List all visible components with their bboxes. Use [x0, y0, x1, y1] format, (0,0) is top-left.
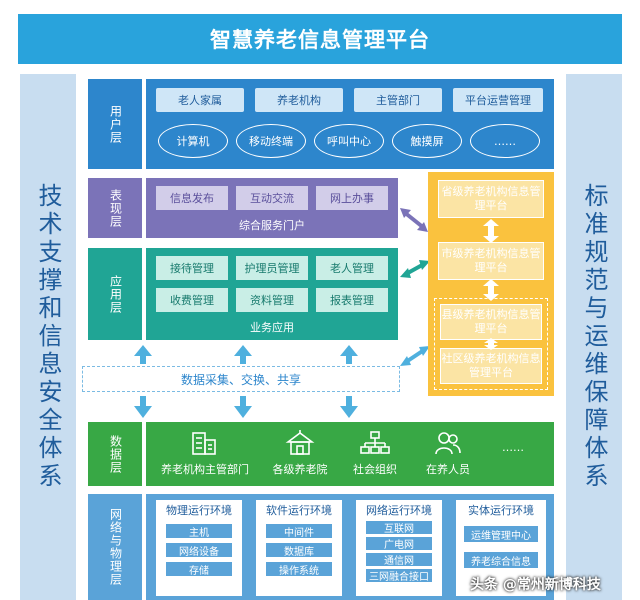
terminal-oval: ……	[470, 124, 540, 158]
mgr-platform-box: 省级养老机构信息管理平台	[438, 180, 544, 218]
net-item: 运维管理中心	[464, 526, 538, 542]
user-box: 养老机构	[255, 88, 343, 112]
show-layer-caption: 综合服务门户	[239, 219, 305, 232]
net-item: 通信网	[366, 553, 432, 567]
app-box: 资料管理	[236, 288, 308, 312]
org-chart-icon	[360, 431, 390, 454]
mgr-platform-box: 县级养老机构信息管理平台	[440, 304, 542, 340]
app-box: 收费管理	[156, 288, 228, 312]
up-arrow-icon	[134, 345, 152, 364]
double-arrow-icon	[484, 338, 498, 350]
left-side-label: 技术支撑和信息安全体系	[34, 183, 62, 491]
double-arrow-icon	[483, 279, 499, 301]
net-column	[456, 500, 546, 596]
net-item: 互联网	[366, 521, 432, 535]
net-item: 养老综合信息	[464, 552, 538, 568]
double-arrow-icon	[400, 208, 428, 232]
terminal-oval: 呼叫中心	[314, 124, 384, 158]
show-box: 互动交流	[236, 186, 308, 210]
double-arrow-icon	[400, 260, 430, 278]
net-item: 主机	[166, 524, 232, 539]
terminal-oval: 移动终端	[236, 124, 306, 158]
user-box: 主管部门	[354, 88, 442, 112]
data-more-label: ……	[502, 440, 524, 454]
mgr-platform-box: 市级养老机构信息管理平台	[438, 242, 544, 280]
data-exchange-box: 数据采集、交换、共享	[82, 366, 400, 392]
net-item: 网络设备	[166, 543, 232, 558]
building-icon	[192, 432, 216, 455]
net-item: 广电网	[366, 537, 432, 551]
layer-label-app: 应用层	[88, 248, 142, 340]
layer-label-user: 用户层	[88, 79, 142, 169]
data-item-label: 在养人员	[426, 463, 470, 476]
net-item: 三网融合接口	[366, 569, 432, 583]
mgr-platform-box: 社区级养老机构信息管理平台	[440, 348, 542, 384]
up-arrow-icon	[340, 345, 358, 364]
double-arrow-icon	[400, 346, 430, 366]
app-box: 老人管理	[316, 256, 388, 280]
user-box: 老人家属	[156, 88, 244, 112]
up-arrow-icon	[234, 345, 252, 364]
layer-label-data: 数据层	[88, 422, 142, 486]
people-icon	[435, 432, 461, 455]
net-column-title: 物理运行环境	[166, 504, 232, 517]
down-arrow-icon	[134, 396, 152, 418]
net-column-title: 软件运行环境	[266, 504, 332, 517]
net-item: 中间件	[266, 524, 332, 539]
down-arrow-icon	[340, 396, 358, 418]
left-side-panel: 技术支撑和信息安全体系	[20, 74, 76, 600]
mgr-arrows	[483, 219, 499, 350]
data-item-label: 各级养老院	[272, 463, 328, 476]
show-box: 网上办事	[316, 186, 388, 210]
double-arrow-icon	[483, 219, 499, 243]
net-item: 数据库	[266, 543, 332, 558]
show-box: 信息发布	[156, 186, 228, 210]
page-title: 智慧养老信息管理平台	[18, 14, 622, 64]
app-box: 护理员管理	[236, 256, 308, 280]
data-item-label: 养老机构主管部门	[161, 463, 249, 476]
terminal-oval: 计算机	[158, 124, 228, 158]
layer-label-net: 网络与物理层	[88, 494, 142, 600]
net-column-title: 网络运行环境	[366, 504, 432, 517]
layer-label-show: 表现层	[88, 178, 142, 238]
terminal-oval: 触摸屏	[392, 124, 462, 158]
net-item: 操作系统	[266, 562, 332, 577]
app-box: 接待管理	[156, 256, 228, 280]
net-column-title: 实体运行环境	[468, 504, 534, 517]
user-box: 平台运营管理	[453, 88, 543, 112]
app-box: 报表管理	[316, 288, 388, 312]
net-item: 存储	[166, 562, 232, 577]
app-layer-caption: 业务应用	[250, 321, 294, 334]
right-side-label: 标准规范与运维保障体系	[580, 183, 608, 491]
watermark: 头条 @常州新博科技	[470, 577, 601, 593]
nursing-home-icon	[285, 430, 315, 455]
right-side-panel: 标准规范与运维保障体系	[566, 74, 622, 600]
data-item-label: 社会组织	[353, 463, 397, 476]
down-arrow-icon	[234, 396, 252, 418]
